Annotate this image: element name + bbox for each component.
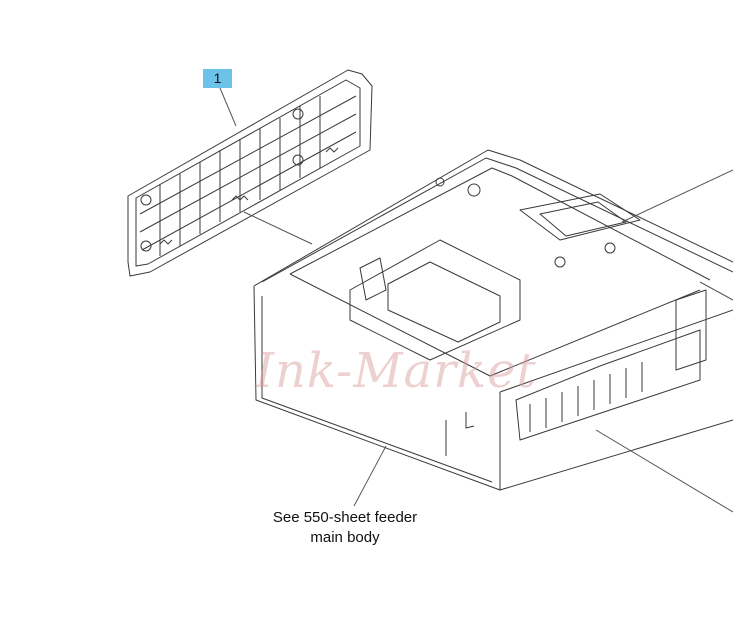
feeder-caption: See 550-sheet feeder main body [245,508,445,548]
feeder-main-body [253,149,733,491]
leader-lines [219,87,733,513]
caption-line-1: See 550-sheet feeder [272,509,418,526]
callout-badge-1: 1 [203,69,232,88]
caption-line-2: main body [310,529,380,546]
rear-cover-panel [127,69,373,277]
